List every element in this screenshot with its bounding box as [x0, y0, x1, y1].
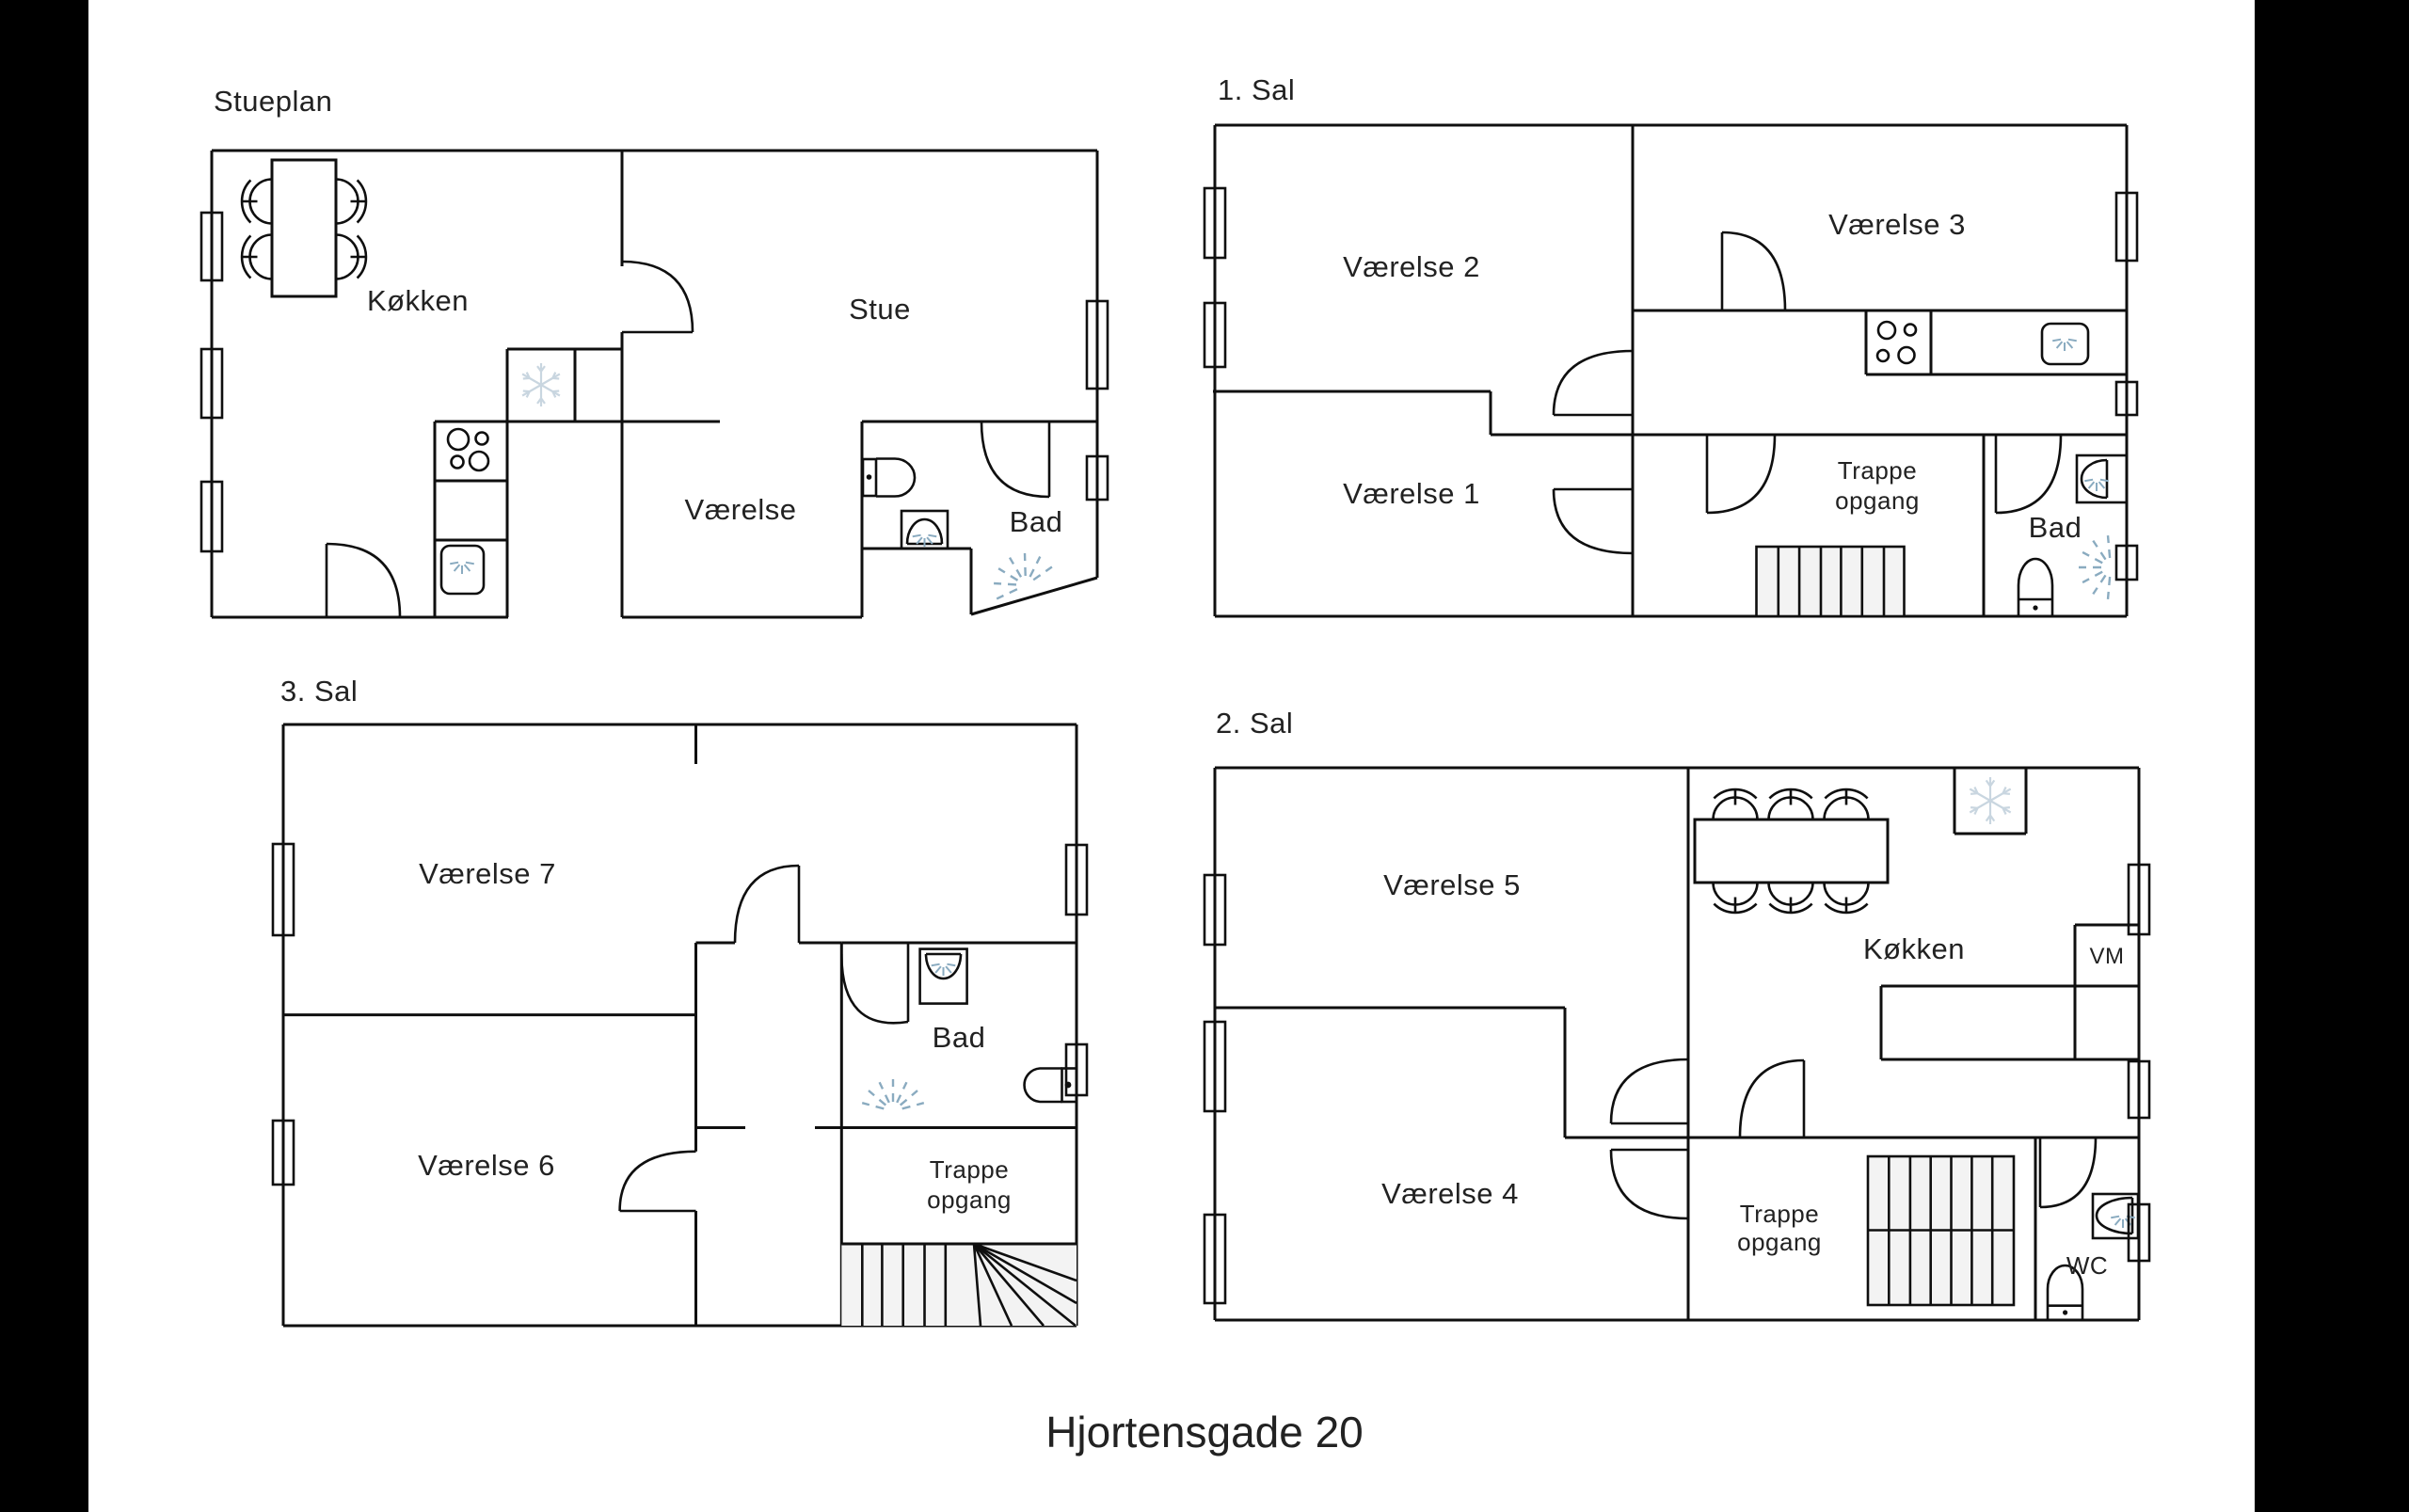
- svg-text:Trappe: Trappe: [1740, 1200, 1819, 1228]
- svg-text:Trappe: Trappe: [930, 1155, 1009, 1184]
- svg-text:opgang: opgang: [1835, 486, 1920, 515]
- svg-text:Værelse 7: Værelse 7: [419, 857, 556, 890]
- svg-text:Værelse 3: Værelse 3: [1828, 208, 1966, 241]
- svg-text:1. Sal: 1. Sal: [1218, 73, 1295, 106]
- svg-text:Værelse 1: Værelse 1: [1343, 477, 1480, 510]
- svg-text:Hjortensgade 20: Hjortensgade 20: [1045, 1408, 1364, 1456]
- svg-text:Stue: Stue: [849, 293, 911, 326]
- svg-text:VM: VM: [2090, 944, 2125, 969]
- svg-text:Værelse 4: Værelse 4: [1381, 1177, 1519, 1210]
- svg-text:Værelse 2: Værelse 2: [1343, 250, 1480, 283]
- svg-text:WC: WC: [2066, 1251, 2108, 1280]
- svg-text:Bad: Bad: [1010, 505, 1063, 538]
- svg-text:Værelse 6: Værelse 6: [418, 1149, 555, 1182]
- svg-text:Værelse: Værelse: [685, 493, 797, 526]
- svg-text:Bad: Bad: [2029, 511, 2082, 544]
- svg-text:Køkken: Køkken: [1863, 932, 1965, 965]
- svg-text:Trappe: Trappe: [1838, 456, 1917, 485]
- svg-text:Bad: Bad: [933, 1021, 986, 1054]
- svg-text:3. Sal: 3. Sal: [280, 675, 358, 708]
- svg-text:2. Sal: 2. Sal: [1216, 707, 1293, 740]
- svg-text:Stueplan: Stueplan: [214, 85, 332, 118]
- svg-text:opgang: opgang: [1737, 1228, 1822, 1256]
- svg-text:Værelse 5: Værelse 5: [1383, 868, 1521, 901]
- svg-text:opgang: opgang: [927, 1186, 1012, 1214]
- svg-text:Køkken: Køkken: [367, 284, 469, 317]
